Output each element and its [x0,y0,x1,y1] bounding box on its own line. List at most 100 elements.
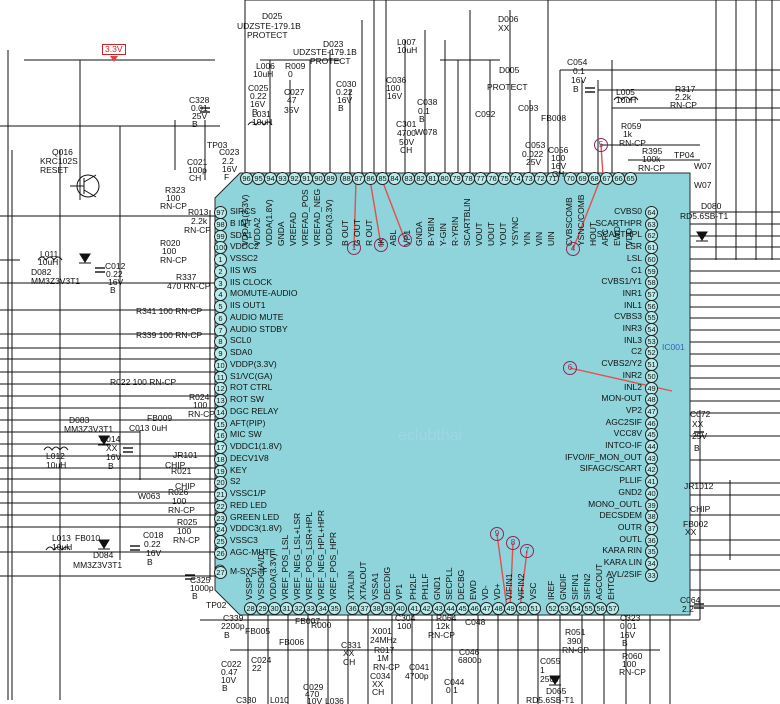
pin-label: KEY [230,464,248,475]
pin-label: PH1LF [420,573,430,600]
marker-2[interactable]: 2 [374,238,388,252]
component-label-r060t: RN-CP [619,667,646,677]
component-label-c325: C325 [190,575,211,585]
component-label-r017v: 1M [377,653,389,663]
component-label-r323v: 100 [166,193,181,203]
pin-number: 44 [645,440,658,453]
component-label-d084v: MM3Z3V3T1 [73,560,123,570]
pin-label: INR1 [622,287,642,298]
pin-label: RED LED [230,499,267,510]
component-label-r323t: RN-CP [160,201,187,211]
pin-label: VDD [624,228,634,246]
component-label-c027: C027 [284,87,305,97]
component-label-r395t: RN-CP [638,163,665,173]
pin-number: 79 [450,172,463,185]
pin-label: AFC [600,229,610,246]
component-label-c034: C034 [370,671,391,681]
component-label-w078: W078 [415,127,438,137]
marker-5[interactable]: 5 [594,138,608,152]
marker-9[interactable]: 9 [490,527,504,541]
component-label-d023: D023 [323,39,344,49]
pin-label: IIS CLOCK [230,276,273,287]
marker-7[interactable]: 7 [520,544,534,558]
pin-number: 48 [645,393,658,407]
component-label-fb008: FB008 [541,113,567,123]
supply-flag-label: 3.3V [102,44,126,55]
marker-6[interactable]: 6 [563,361,577,375]
pin-label: ROT SW [230,394,264,404]
component-label-c034v: XX [372,679,384,689]
component-label-r395: R395 [642,146,663,156]
component-label-c055a: 250V [540,674,560,684]
pin-label: YSYNC [510,216,520,246]
component-label-r060v: 100 [622,659,637,669]
pin-label: VP1 [394,583,404,600]
component-label-fb010: FB010 [75,533,101,543]
component-label-c029v: 470 [305,689,320,699]
component-label-c030v: 0.22 [336,87,353,97]
component-label-c044: C044 [444,677,465,687]
pin-label: VIFIN1 [504,573,514,600]
pin-label: VDDA(1.8V) [264,199,274,246]
component-label-c064: C064 [680,595,701,605]
component-label-r337v: 470 RN-CP [167,281,211,291]
component-label-c056a: 16V [551,161,567,171]
component-label-l007v: 10uH [397,45,418,55]
component-label-r059t: RN-CP [619,138,646,148]
pin-label: XTALOUT [358,561,368,600]
component-label-fb002: FB002 [683,519,709,529]
component-label-c055v: 1 [540,665,545,675]
pin-number: 47 [645,404,658,418]
component-label-l011v: 10uH [38,257,59,267]
component-label-r059v: 1k [623,129,632,139]
component-label-r026v: 100 [172,496,187,506]
pin-label: VSC [528,582,538,600]
marker-3[interactable]: 3 [398,233,412,247]
component-label-c023a: 16V [222,164,238,174]
marker-1[interactable]: 1 [347,241,361,255]
component-label-c014v: XX [106,443,118,453]
component-label-c339v: 2200p [221,621,245,631]
pin-label: ROT CTRL [230,382,273,393]
component-label-c023: C023 [219,147,240,157]
component-label-fb007: FB007 [295,616,321,626]
pin-label: CVBS3 [614,311,642,322]
component-label-c041: C041 [409,662,430,672]
pin-label: GNDA [414,221,424,246]
pin-label: MIC SW [230,429,262,440]
pin-label: SIFIN2 [582,573,592,600]
component-label-q016v: KRC102S [40,156,78,166]
component-label-r317v: 2.2k [675,92,692,102]
component-label-c025a: 16V [250,99,266,109]
transistor-q016 [70,174,100,198]
component-label-w07a: W07 [694,161,712,171]
pin-label: S2 [230,476,241,487]
component-label-chip1: CHIP [165,460,186,470]
pin-number: 81 [426,172,439,185]
component-label-fb009: FB009 [147,413,173,423]
pin-label: R-YRIN [450,216,460,246]
component-label-c301: C301 [396,119,417,129]
component-label-c053v: 0.022 [522,149,544,159]
marker-4[interactable]: 4 [566,242,580,256]
pin-number: 65 [624,172,637,185]
marker-8[interactable]: 8 [506,536,520,550]
component-label-r064v: 12k [436,621,450,631]
pin-label: INR3 [622,323,642,333]
component-label-fb005: FB005 [245,626,271,636]
component-label-c036: C036 [386,75,407,85]
pin-number: 89 [324,172,337,185]
watermark-middle: eclubthai [398,427,463,444]
component-label-c331c: CH [343,657,356,667]
component-label-c012v: 0.22 [106,269,123,279]
component-label-c021: C021 [187,157,208,167]
pin-label: AVL/2SIF [606,568,642,579]
component-label-r337: R337 [176,272,197,282]
right-wires [690,211,780,620]
pin-label: VDDA1(3.3V) [240,194,250,247]
component-label-r022: R022 100 RN-CP [110,377,177,387]
pin-number: 3 [214,276,227,290]
pin-label: S1/VC(GA) [230,370,273,381]
component-label-fb006: FB006 [279,637,305,647]
